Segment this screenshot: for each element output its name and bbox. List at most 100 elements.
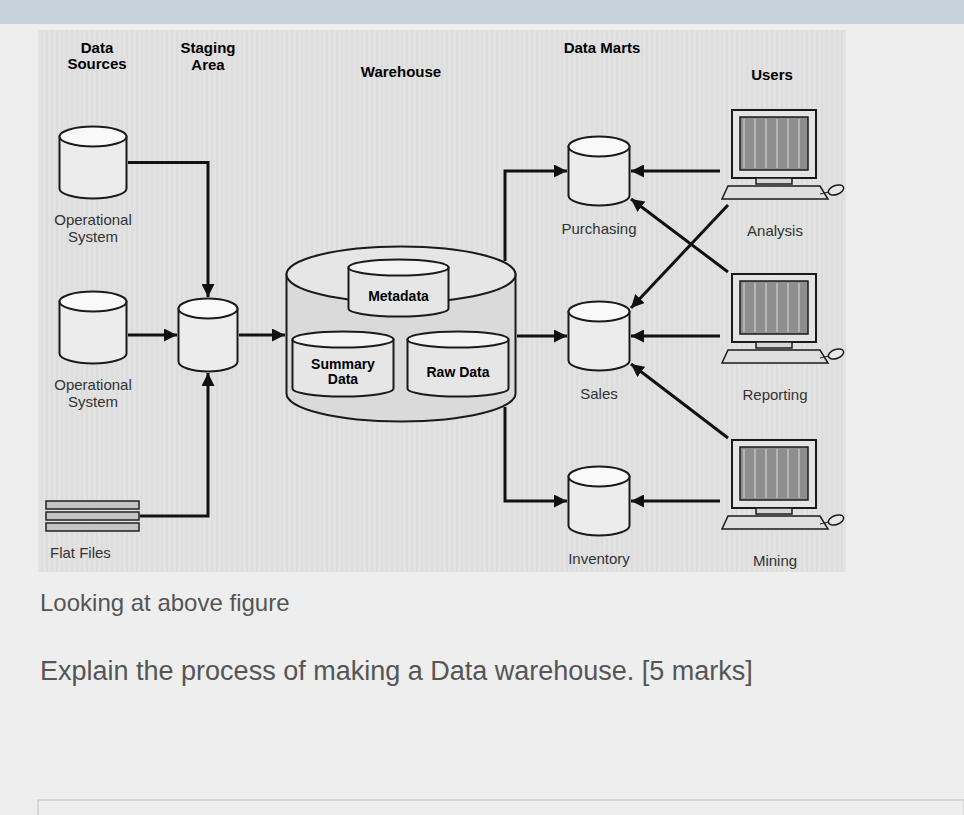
node-label: Analysis bbox=[715, 223, 835, 240]
screen-glare bbox=[743, 283, 745, 332]
node-label: Purchasing bbox=[534, 221, 664, 238]
monitor bbox=[732, 110, 816, 178]
page-ground bbox=[0, 24, 964, 815]
flow-arrow bbox=[505, 407, 567, 501]
store-label: Metadata bbox=[347, 274, 450, 318]
screen bbox=[740, 447, 808, 500]
screen-glare bbox=[754, 283, 756, 332]
monitor-stand bbox=[756, 178, 792, 184]
flow-arrow bbox=[505, 171, 567, 261]
node-label: Operational System bbox=[28, 212, 158, 245]
screen bbox=[740, 117, 808, 170]
user-computer: Analysis bbox=[720, 108, 845, 205]
screen-glare bbox=[754, 119, 756, 168]
screen-glare bbox=[787, 283, 789, 332]
screen bbox=[740, 281, 808, 334]
flat-files: Flat Files bbox=[45, 500, 140, 532]
screen-glare bbox=[776, 119, 778, 168]
store-label: Summary Data bbox=[291, 346, 395, 398]
question-text: Explain the process of making a Data war… bbox=[40, 657, 950, 685]
database-cylinder bbox=[58, 290, 128, 365]
monitor bbox=[732, 274, 816, 342]
screen-glare bbox=[776, 283, 778, 332]
column-heading: Users bbox=[727, 67, 817, 83]
store-label: Raw Data bbox=[406, 346, 510, 398]
database-cylinder: Operational System bbox=[58, 125, 128, 200]
file-bar bbox=[46, 523, 139, 531]
answer-box bbox=[38, 800, 964, 815]
screen-glare bbox=[798, 283, 800, 332]
cylinder-top bbox=[569, 467, 630, 487]
flow-arrow bbox=[128, 334, 177, 337]
staging-cylinder bbox=[177, 297, 239, 373]
node-label: Mining bbox=[715, 553, 835, 570]
cylinder-top bbox=[60, 127, 127, 147]
mouse bbox=[827, 347, 845, 361]
screen-glare bbox=[765, 449, 767, 498]
warehouse-cylinder: WarehouseMetadataSummary DataRaw Data bbox=[285, 245, 517, 423]
flow-arrow bbox=[631, 199, 728, 272]
screen-glare bbox=[798, 119, 800, 168]
flow-arrow bbox=[631, 364, 728, 438]
node-label: Sales bbox=[534, 386, 664, 403]
data-mart-cylinder bbox=[567, 465, 631, 537]
file-bar bbox=[46, 501, 139, 509]
flow-arrow bbox=[631, 500, 720, 503]
monitor bbox=[732, 440, 816, 508]
data-mart-cylinder bbox=[567, 135, 631, 207]
monitor-stand bbox=[756, 508, 792, 514]
user-computer: Reporting bbox=[720, 272, 845, 369]
metadata-cylinder: Metadata bbox=[347, 258, 450, 318]
flow-arrow bbox=[128, 163, 208, 298]
node-label: Flat Files bbox=[50, 545, 170, 562]
flow-arrow bbox=[631, 170, 720, 173]
column-heading: Data Marts bbox=[557, 40, 647, 56]
raw-data-cylinder: Raw Data bbox=[406, 330, 510, 398]
keyboard bbox=[722, 186, 828, 199]
staging-cylinder: Staging Area bbox=[177, 297, 239, 373]
screen-glare bbox=[743, 449, 745, 498]
screen-glare bbox=[787, 449, 789, 498]
screen-glare bbox=[765, 119, 767, 168]
screen-glare bbox=[754, 449, 756, 498]
database-cylinder bbox=[58, 125, 128, 200]
screen-glare bbox=[776, 449, 778, 498]
column-heading: Warehouse bbox=[311, 64, 491, 81]
cylinder-top bbox=[569, 137, 630, 157]
screen-glare bbox=[743, 119, 745, 168]
flat-files bbox=[45, 500, 140, 532]
top-band bbox=[0, 0, 964, 24]
screen-glare bbox=[798, 449, 800, 498]
cylinder-top bbox=[349, 260, 449, 276]
flow-arrow bbox=[631, 205, 728, 308]
user-computer: Mining bbox=[720, 438, 845, 535]
data-mart-cylinder: Purchasing bbox=[567, 135, 631, 207]
column-heading: Data Sources bbox=[52, 40, 142, 72]
cylinder-body bbox=[287, 275, 516, 422]
user-computer bbox=[720, 438, 845, 535]
mouse bbox=[827, 183, 845, 197]
diagram-panel bbox=[38, 30, 846, 572]
file-bar bbox=[46, 512, 139, 520]
node-label: Reporting bbox=[715, 387, 835, 404]
question-text: Looking at above figure bbox=[40, 590, 640, 615]
screen-glare bbox=[787, 119, 789, 168]
data-mart-cylinder bbox=[567, 300, 631, 372]
screen-glare bbox=[765, 283, 767, 332]
data-mart-cylinder: Sales bbox=[567, 300, 631, 372]
database-cylinder: Operational System bbox=[58, 290, 128, 365]
cylinder-top bbox=[293, 332, 394, 348]
keyboard bbox=[722, 350, 828, 363]
cylinder-top bbox=[408, 332, 509, 348]
node-label: Operational System bbox=[28, 377, 158, 410]
cylinder-top bbox=[60, 292, 127, 312]
flow-arrow bbox=[631, 335, 720, 338]
cylinder-top bbox=[569, 302, 630, 322]
data-mart-cylinder: Inventory bbox=[567, 465, 631, 537]
keyboard bbox=[722, 516, 828, 529]
flow-arrow bbox=[140, 373, 208, 516]
cylinder-top bbox=[179, 299, 238, 319]
flow-arrow bbox=[239, 334, 285, 337]
flow-arrow bbox=[517, 335, 567, 338]
